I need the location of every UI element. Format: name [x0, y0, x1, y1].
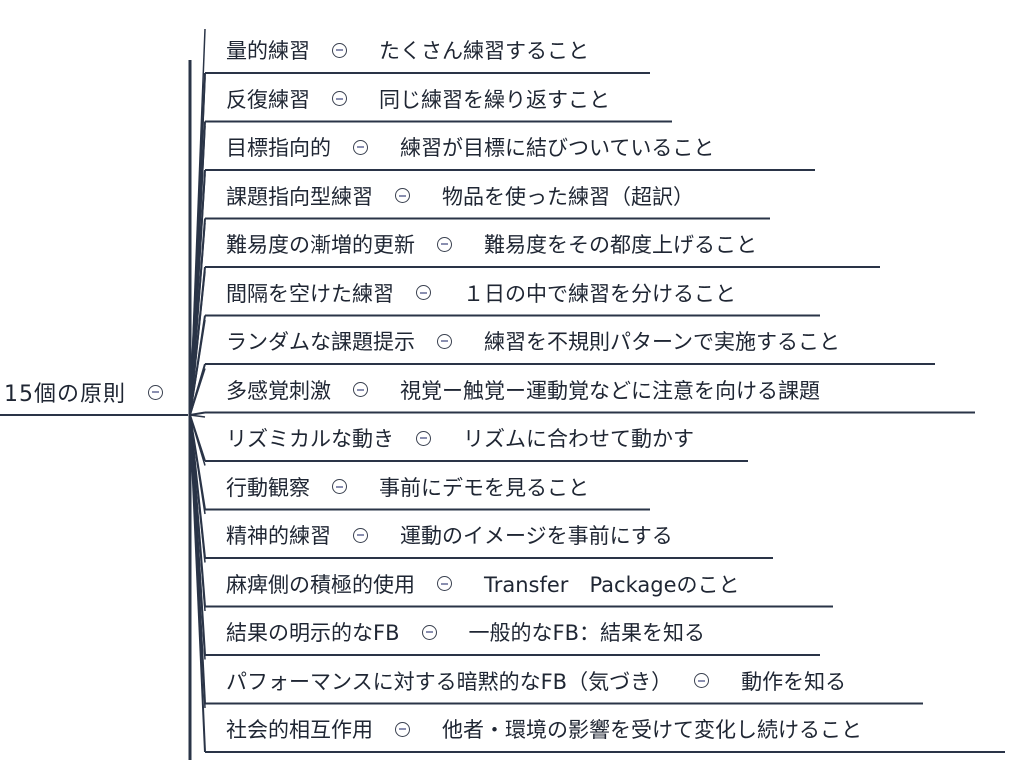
branch-child-label[interactable]: たくさん練習すること — [379, 39, 589, 63]
collapse-icon[interactable] — [353, 139, 368, 155]
branch-node[interactable]: 反復練習 同じ練習を繰り返すこと — [226, 82, 610, 116]
collapse-icon[interactable] — [437, 333, 452, 349]
branch-child-label[interactable]: １日の中で練習を分けること — [463, 281, 736, 306]
branch-child-label[interactable]: Transfer Packageのこと — [484, 572, 740, 597]
branch-child-label[interactable]: 同じ練習を繰り返すこと — [379, 87, 610, 112]
branch-node[interactable]: 結果の明示的なFB 一般的なFB：結果を知る — [226, 615, 705, 649]
branch-label: 社会的相互作用 — [226, 718, 373, 742]
collapse-icon[interactable] — [332, 42, 347, 58]
branch-label: リズミカルな動き — [226, 427, 394, 451]
collapse-icon[interactable] — [437, 236, 452, 252]
collapse-icon[interactable] — [416, 430, 431, 446]
branch-label: 目標指向的 — [226, 136, 331, 160]
branch-node[interactable]: リズミカルな動き リズムに合わせて動かす — [226, 421, 694, 455]
collapse-icon[interactable] — [395, 721, 410, 737]
branch-node[interactable]: 難易度の漸増的更新 難易度をその都度上げること — [226, 227, 757, 261]
collapse-icon[interactable] — [416, 285, 431, 300]
branch-label: ランダムな課題提示 — [226, 330, 415, 354]
branch-node[interactable]: 目標指向的 練習が目標に結びついていること — [226, 130, 714, 164]
branch-label: 結果の明示的なFB — [226, 621, 400, 645]
collapse-icon[interactable] — [353, 527, 368, 543]
branch-connector — [189, 414, 206, 418]
collapse-icon[interactable] — [421, 624, 437, 640]
branch-child-label[interactable]: 物品を使った練習（超訳） — [442, 184, 694, 209]
branch-child-label[interactable]: 他者・環境の影響を受けて変化し続けること — [442, 718, 862, 742]
branch-label: 行動観察 — [226, 475, 310, 500]
branch-child-label[interactable]: 運動のイメージを事前にする — [400, 524, 673, 548]
branch-connector — [189, 271, 206, 416]
branch-connector — [189, 368, 206, 416]
branch-child-label[interactable]: 難易度をその都度上げること — [484, 233, 757, 257]
branch-connector — [189, 414, 206, 753]
branch-node[interactable]: 精神的練習 運動のイメージを事前にする — [226, 518, 673, 552]
collapse-icon[interactable] — [395, 188, 410, 203]
branch-child-label[interactable]: 練習を不規則パターンで実施すること — [484, 330, 840, 354]
branch-node[interactable]: 社会的相互作用 他者・環境の影響を受けて変化し続けること — [226, 712, 862, 746]
collapse-icon[interactable] — [148, 384, 163, 400]
branch-label: パフォーマンスに対する暗黙的なFB（気づき） — [226, 669, 673, 694]
branch-node[interactable]: 麻痺側の積極的使用 Transfer Packageのこと — [226, 567, 740, 601]
branch-node[interactable]: 量的練習 たくさん練習すること — [226, 33, 589, 67]
branch-node[interactable]: パフォーマンスに対する暗黙的なFB（気づき） 動作を知る — [226, 664, 846, 698]
branch-label: 多感覚刺激 — [226, 378, 331, 403]
branch-label: 課題指向型練習 — [226, 184, 373, 209]
collapse-icon[interactable] — [353, 382, 368, 397]
branch-label: 難易度の漸増的更新 — [226, 233, 415, 257]
collapse-icon[interactable] — [437, 576, 452, 591]
collapse-icon[interactable] — [332, 91, 347, 106]
branch-child-label[interactable]: 視覚ー触覚ー運動覚などに注意を向ける課題 — [400, 378, 820, 403]
branch-node[interactable]: 行動観察 事前にデモを見ること — [226, 470, 589, 504]
branch-child-label[interactable]: 一般的なFB：結果を知る — [468, 621, 706, 645]
branch-label: 反復練習 — [226, 87, 310, 112]
root-node[interactable]: 15個の原則 — [4, 376, 163, 408]
branch-child-label[interactable]: 動作を知る — [741, 669, 847, 694]
branch-child-label[interactable]: リズムに合わせて動かす — [463, 427, 694, 451]
root-label: 15個の原則 — [4, 382, 126, 407]
collapse-icon[interactable] — [332, 479, 347, 494]
branch-node[interactable]: 課題指向型練習 物品を使った練習（超訳） — [226, 179, 694, 213]
branch-node[interactable]: ランダムな課題提示 練習を不規則パターンで実施すること — [226, 324, 840, 358]
collapse-icon[interactable] — [694, 673, 710, 688]
branch-label: 麻痺側の積極的使用 — [226, 572, 415, 597]
branch-node[interactable]: 間隔を空けた練習 １日の中で練習を分けること — [226, 276, 736, 310]
branch-label: 量的練習 — [226, 39, 310, 63]
branch-child-label[interactable]: 練習が目標に結びついていること — [400, 136, 715, 160]
branch-label: 精神的練習 — [226, 524, 331, 548]
branch-child-label[interactable]: 事前にデモを見ること — [379, 475, 589, 500]
branch-connector — [189, 319, 206, 416]
branch-node[interactable]: 多感覚刺激 視覚ー触覚ー運動覚などに注意を向ける課題 — [226, 373, 820, 407]
branch-label: 間隔を空けた練習 — [226, 281, 394, 306]
branch-connector — [189, 414, 206, 466]
